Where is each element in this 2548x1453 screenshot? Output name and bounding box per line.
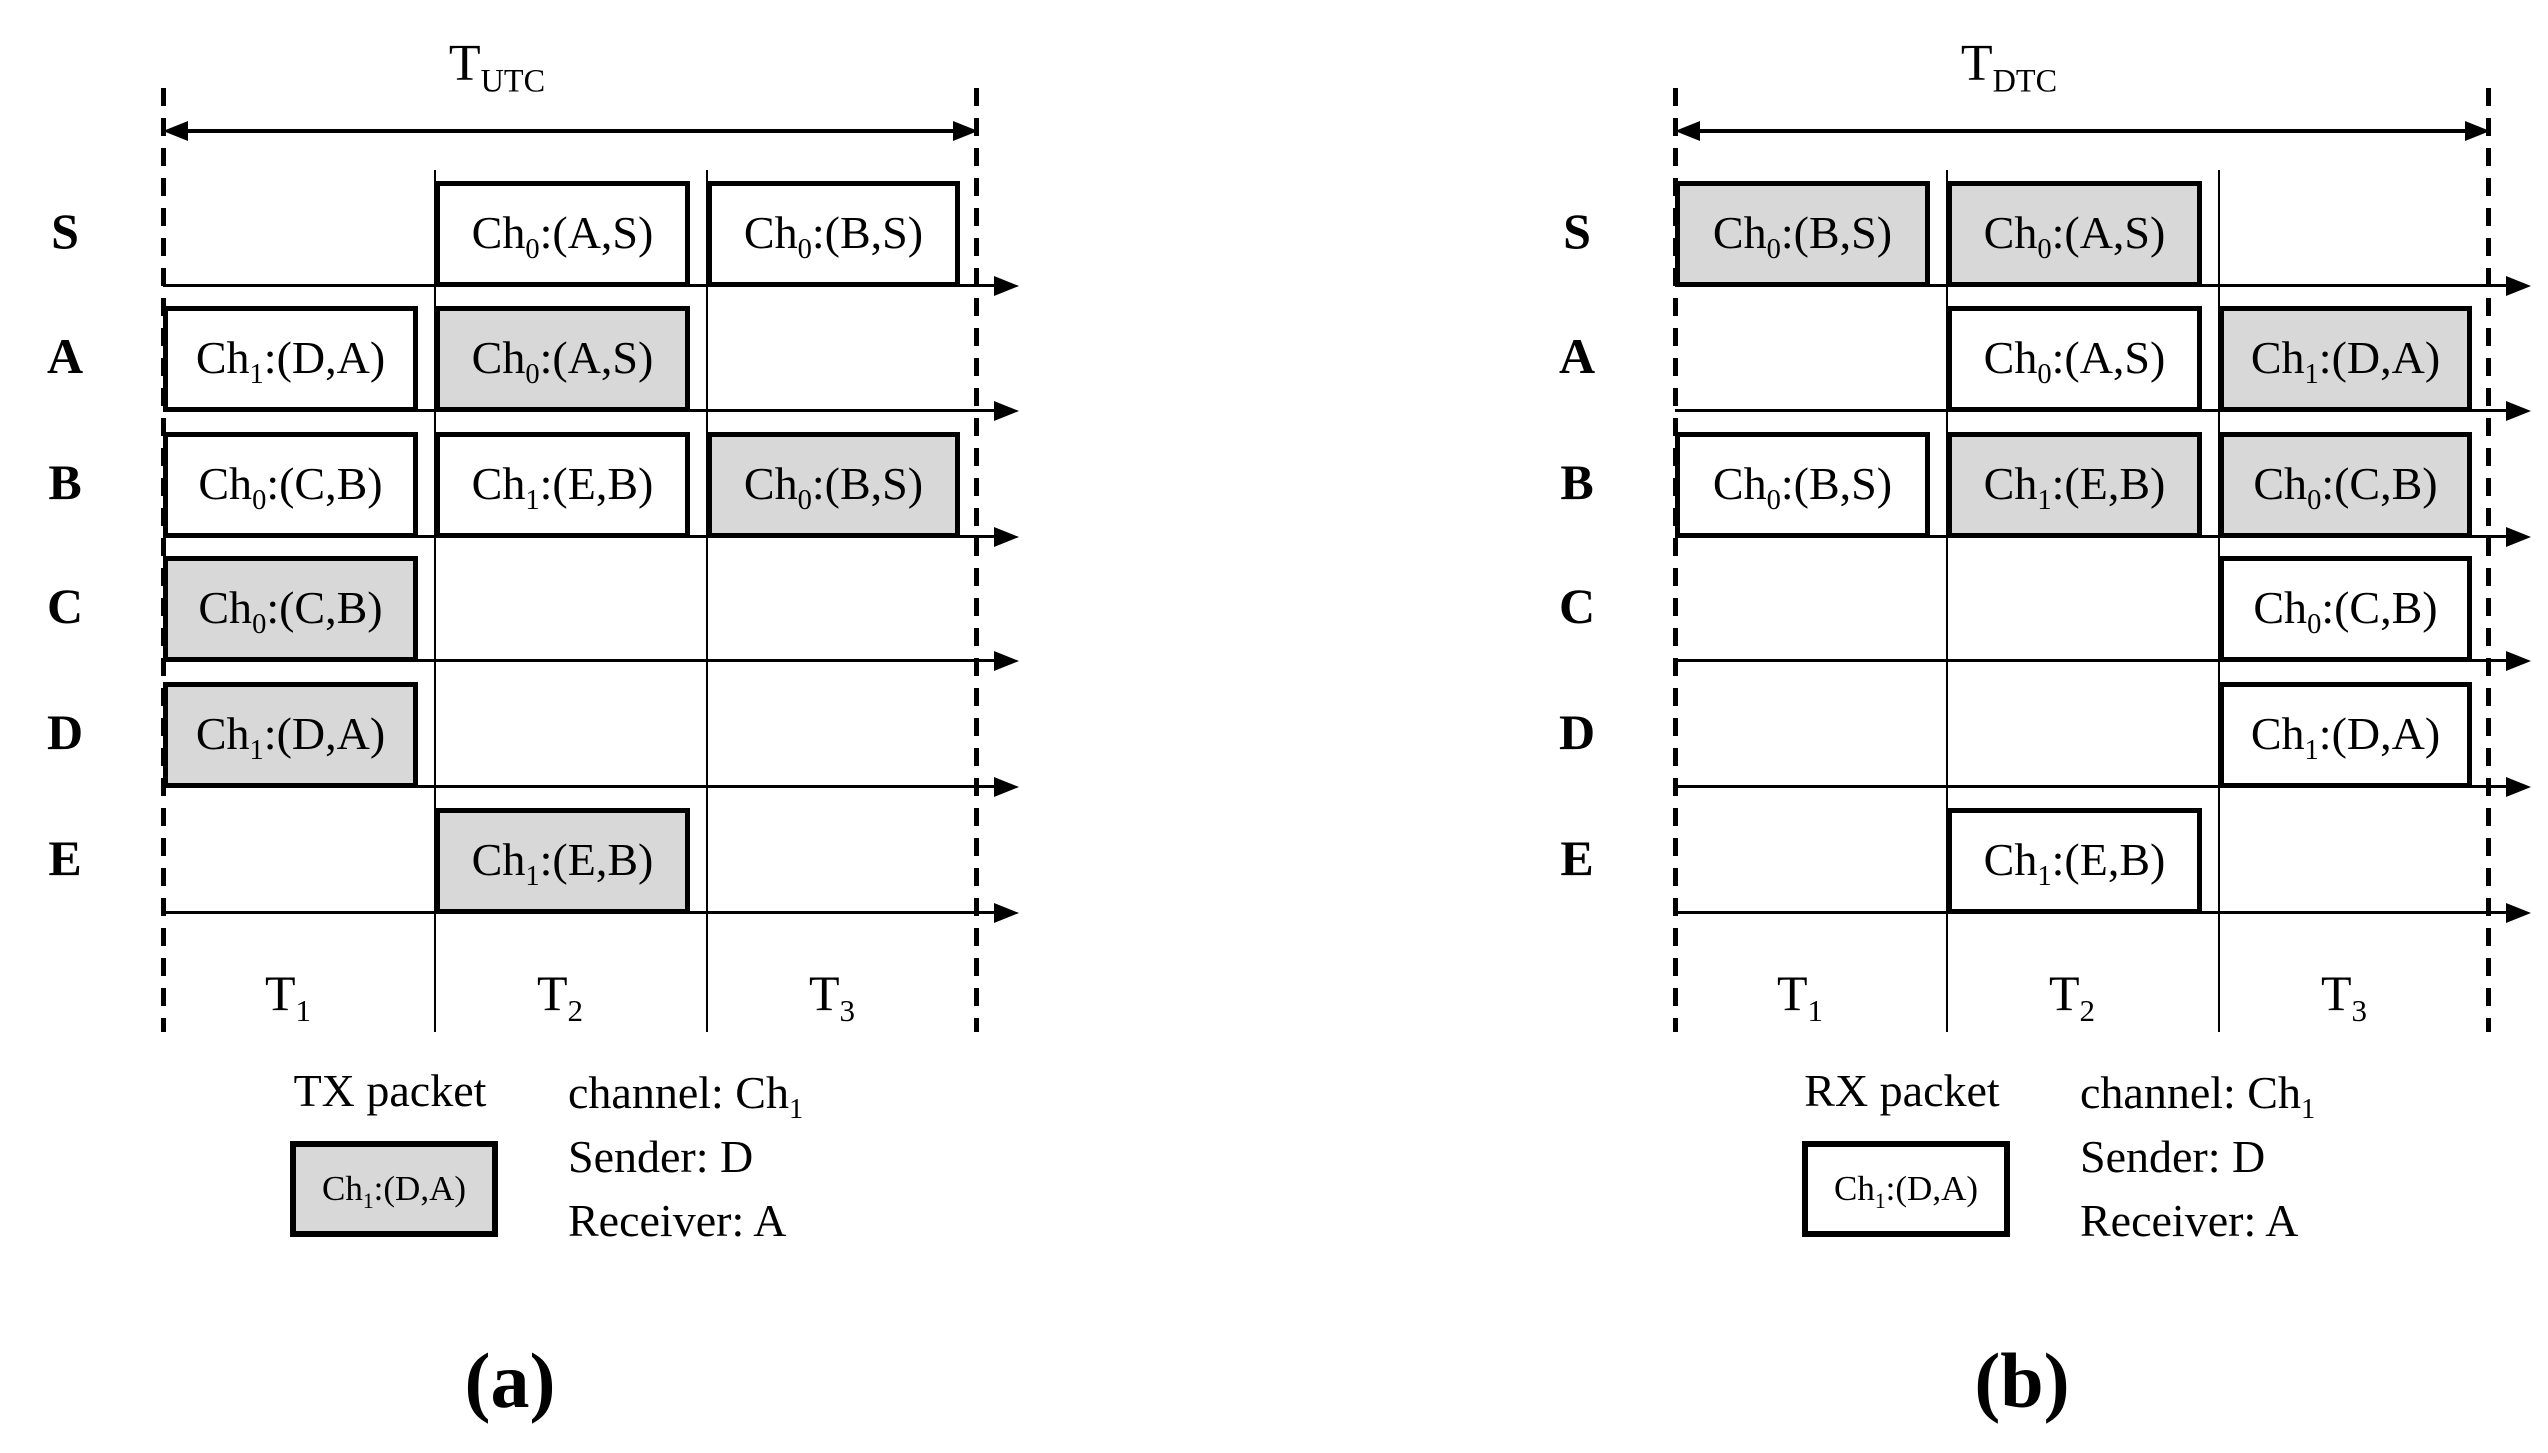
panel-a-cycle-arrow-left-icon [163, 121, 188, 141]
panel-a-legend-info-line-1: channel: Ch1 [568, 1067, 804, 1126]
panel-a-row-S-label: S [51, 203, 79, 259]
panel-b-slot-divider-1 [1946, 170, 1948, 1032]
panel-b-cycle-arrow-line [1698, 129, 2466, 133]
panel-b-cycle-boundary-right [2486, 88, 2491, 1032]
panel-b-cycle-duration-label: TDTC [1960, 35, 2058, 99]
panel-b-row-A-arrow-icon [2506, 401, 2531, 421]
panel-a-legend-sample-box: Ch1:(D,A) [290, 1141, 498, 1237]
panel-b-packet-C-T3: Ch0:(C,B) [2219, 556, 2472, 662]
panel-a-cycle-duration-label: TUTC [448, 35, 546, 99]
panel-b-slot-label-T1: T1 [1776, 965, 1824, 1028]
panel-b-row-S-arrow-icon [2506, 276, 2531, 296]
panel-b-row-D-timeline [1675, 785, 2506, 788]
panel-a-row-D-timeline [163, 785, 994, 788]
panel-b-row-C-arrow-icon [2506, 651, 2531, 671]
panel-a-row-S-arrow-icon [994, 276, 1019, 296]
panel-a-packet-S-T3: Ch0:(B,S) [707, 181, 960, 287]
panel-a-packet-B-T2: Ch1:(E,B) [435, 432, 690, 538]
panel-b-row-E-arrow-icon [2506, 903, 2531, 923]
panel-b-row-D-label: D [1558, 704, 1596, 760]
panel-b-packet-E-T2: Ch1:(E,B) [1947, 808, 2202, 914]
panel-a-row-C-arrow-icon [994, 651, 1019, 671]
panel-a-caption: (a) [464, 1337, 556, 1424]
panel-b-legend-info-line-2: Sender: D [2080, 1131, 2266, 1182]
panel-b-packet-A-T2: Ch0:(A,S) [1947, 306, 2202, 412]
panel-a-packet-B-T1: Ch0:(C,B) [163, 432, 418, 538]
panel-a-packet-A-T1: Ch1:(D,A) [163, 306, 418, 412]
panel-b-packet-B-T2: Ch1:(E,B) [1947, 432, 2202, 538]
panel-a-row-E-arrow-icon [994, 903, 1019, 923]
panel-a-row-B-label: B [48, 454, 82, 510]
panel-b-cycle-arrow-right-icon [2465, 121, 2490, 141]
panel-b-row-B-arrow-icon [2506, 527, 2531, 547]
panel-a-cycle-boundary-right [974, 88, 979, 1032]
panel-b-packet-B-T3: Ch0:(C,B) [2219, 432, 2472, 538]
panel-a-row-C-timeline [163, 659, 994, 662]
panel-a-row-A-arrow-icon [994, 401, 1019, 421]
panel-a-slot-divider-1 [434, 170, 436, 1032]
panel-b-row-E-label: E [1560, 830, 1594, 886]
panel-a-slot-label-T3: T3 [808, 965, 856, 1028]
panel-b-row-S-label: S [1563, 203, 1591, 259]
panel-b-row-C-timeline [1675, 659, 2506, 662]
panel-b-caption: (b) [1974, 1337, 2070, 1424]
panel-b-cycle-arrow-left-icon [1675, 121, 1700, 141]
panel-a-row-D-label: D [46, 704, 84, 760]
panel-b-row-D-arrow-icon [2506, 777, 2531, 797]
panel-a-row-D-arrow-icon [994, 777, 1019, 797]
panel-a-legend-info-line-2: Sender: D [568, 1131, 754, 1182]
panel-b-legend-info-line-3: Receiver: A [2080, 1195, 2299, 1246]
panel-a-packet-D-T1: Ch1:(D,A) [163, 682, 418, 788]
panel-b-legend-title: RX packet [1804, 1065, 2000, 1116]
panel-b-packet-B-T1: Ch0:(B,S) [1675, 432, 1930, 538]
panel-b-legend-info-line-1: channel: Ch1 [2080, 1067, 2316, 1126]
panel-a-cycle-arrow-line [186, 129, 954, 133]
panel-a-row-C-label: C [46, 578, 84, 634]
panel-b-packet-D-T3: Ch1:(D,A) [2219, 682, 2472, 788]
panel-a-legend-info-line-3: Receiver: A [568, 1195, 787, 1246]
panel-a-slot-label-T1: T1 [264, 965, 312, 1028]
panel-b-packet-S-T1: Ch0:(B,S) [1675, 181, 1930, 287]
panel-a-packet-E-T2: Ch1:(E,B) [435, 808, 690, 914]
panel-b-slot-label-T2: T2 [2048, 965, 2096, 1028]
panel-b-legend-sample-box: Ch1:(D,A) [1802, 1141, 2010, 1237]
panel-a-packet-B-T3: Ch0:(B,S) [707, 432, 960, 538]
panel-b-packet-A-T3: Ch1:(D,A) [2219, 306, 2472, 412]
panel-b-packet-S-T2: Ch0:(A,S) [1947, 181, 2202, 287]
panel-a-packet-S-T2: Ch0:(A,S) [435, 181, 690, 287]
panel-a-cycle-arrow-right-icon [953, 121, 978, 141]
panel-a-packet-A-T2: Ch0:(A,S) [435, 306, 690, 412]
panel-a-slot-label-T2: T2 [536, 965, 584, 1028]
panel-a-packet-C-T1: Ch0:(C,B) [163, 556, 418, 662]
panel-b-row-A-label: A [1558, 328, 1596, 384]
panel-a-slot-divider-2 [706, 170, 708, 1032]
panel-a-row-E-label: E [48, 830, 82, 886]
panel-b-row-C-label: C [1558, 578, 1596, 634]
panel-b-cycle-boundary-left [1673, 88, 1678, 1032]
panel-a-row-A-label: A [46, 328, 84, 384]
panel-a-legend-title: TX packet [293, 1065, 487, 1116]
panel-a-row-B-arrow-icon [994, 527, 1019, 547]
panel-b-row-B-label: B [1560, 454, 1594, 510]
panel-b-slot-label-T3: T3 [2320, 965, 2368, 1028]
